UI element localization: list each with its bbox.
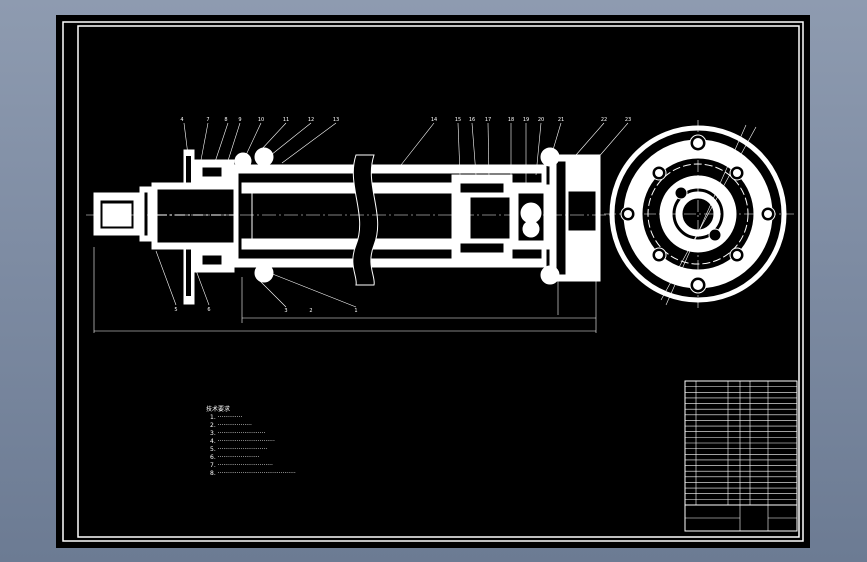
- callout-20: 20: [538, 117, 544, 123]
- callout-13: 13: [333, 117, 339, 123]
- drawing-sheet: 4 7 8 9 10 11 12 13 14 15 16 17 18 19 20…: [56, 15, 810, 548]
- callout-15: 15: [455, 117, 461, 123]
- callout-23: 23: [625, 117, 631, 123]
- callout-1: 1: [354, 308, 357, 314]
- callout-18: 18: [508, 117, 514, 123]
- callout-7: 7: [206, 117, 209, 123]
- callout-19: 19: [523, 117, 529, 123]
- inner-border: [77, 25, 800, 538]
- callout-3: 3: [284, 308, 287, 314]
- callout-10: 10: [258, 117, 264, 123]
- notes-heading: 技术要求: [206, 405, 230, 413]
- callout-14: 14: [431, 117, 437, 123]
- note-line-8: 8. ·····································…: [210, 470, 296, 477]
- break-line: [352, 154, 379, 286]
- note-line-5: 5. ··························: [210, 446, 267, 453]
- callout-8: 8: [224, 117, 227, 123]
- note-line-1: 1. ·············: [210, 414, 243, 421]
- outer-border: [62, 21, 804, 542]
- cylinder-assembly: [86, 147, 616, 333]
- cad-drawing: 4 7 8 9 10 11 12 13 14 15 16 17 18 19 20…: [62, 21, 804, 542]
- callout-22: 22: [601, 117, 607, 123]
- callout-leaders: [155, 122, 629, 308]
- note-line-3: 3. ·························: [210, 430, 265, 437]
- callout-21: 21: [558, 117, 564, 123]
- callout-2: 2: [309, 308, 312, 314]
- oil-port-bottom-left: [254, 263, 274, 283]
- callout-17: 17: [485, 117, 491, 123]
- callout-12: 12: [308, 117, 314, 123]
- callout-16: 16: [469, 117, 475, 123]
- callout-11: 11: [283, 117, 289, 123]
- oil-port-top-left: [234, 152, 252, 170]
- callout-6: 6: [207, 307, 210, 313]
- part-callout-numbers: 4 7 8 9 10 11 12 13 14 15 16 17 18 19 20…: [174, 117, 631, 314]
- note-line-6: 6. ······················: [210, 454, 260, 461]
- oil-port-bottom-right: [540, 265, 560, 285]
- callout-9: 9: [238, 117, 241, 123]
- parts-table: [684, 380, 798, 532]
- note-line-2: 2. ··················: [210, 422, 252, 429]
- note-line-7: 7. ·····························: [210, 462, 273, 469]
- technical-notes: 技术要求 1. ············· 2. ···············…: [206, 405, 296, 477]
- callout-5: 5: [174, 307, 177, 313]
- oil-port-top-right: [540, 147, 560, 167]
- callout-4: 4: [180, 117, 183, 123]
- note-line-4: 4. ······························: [210, 438, 275, 445]
